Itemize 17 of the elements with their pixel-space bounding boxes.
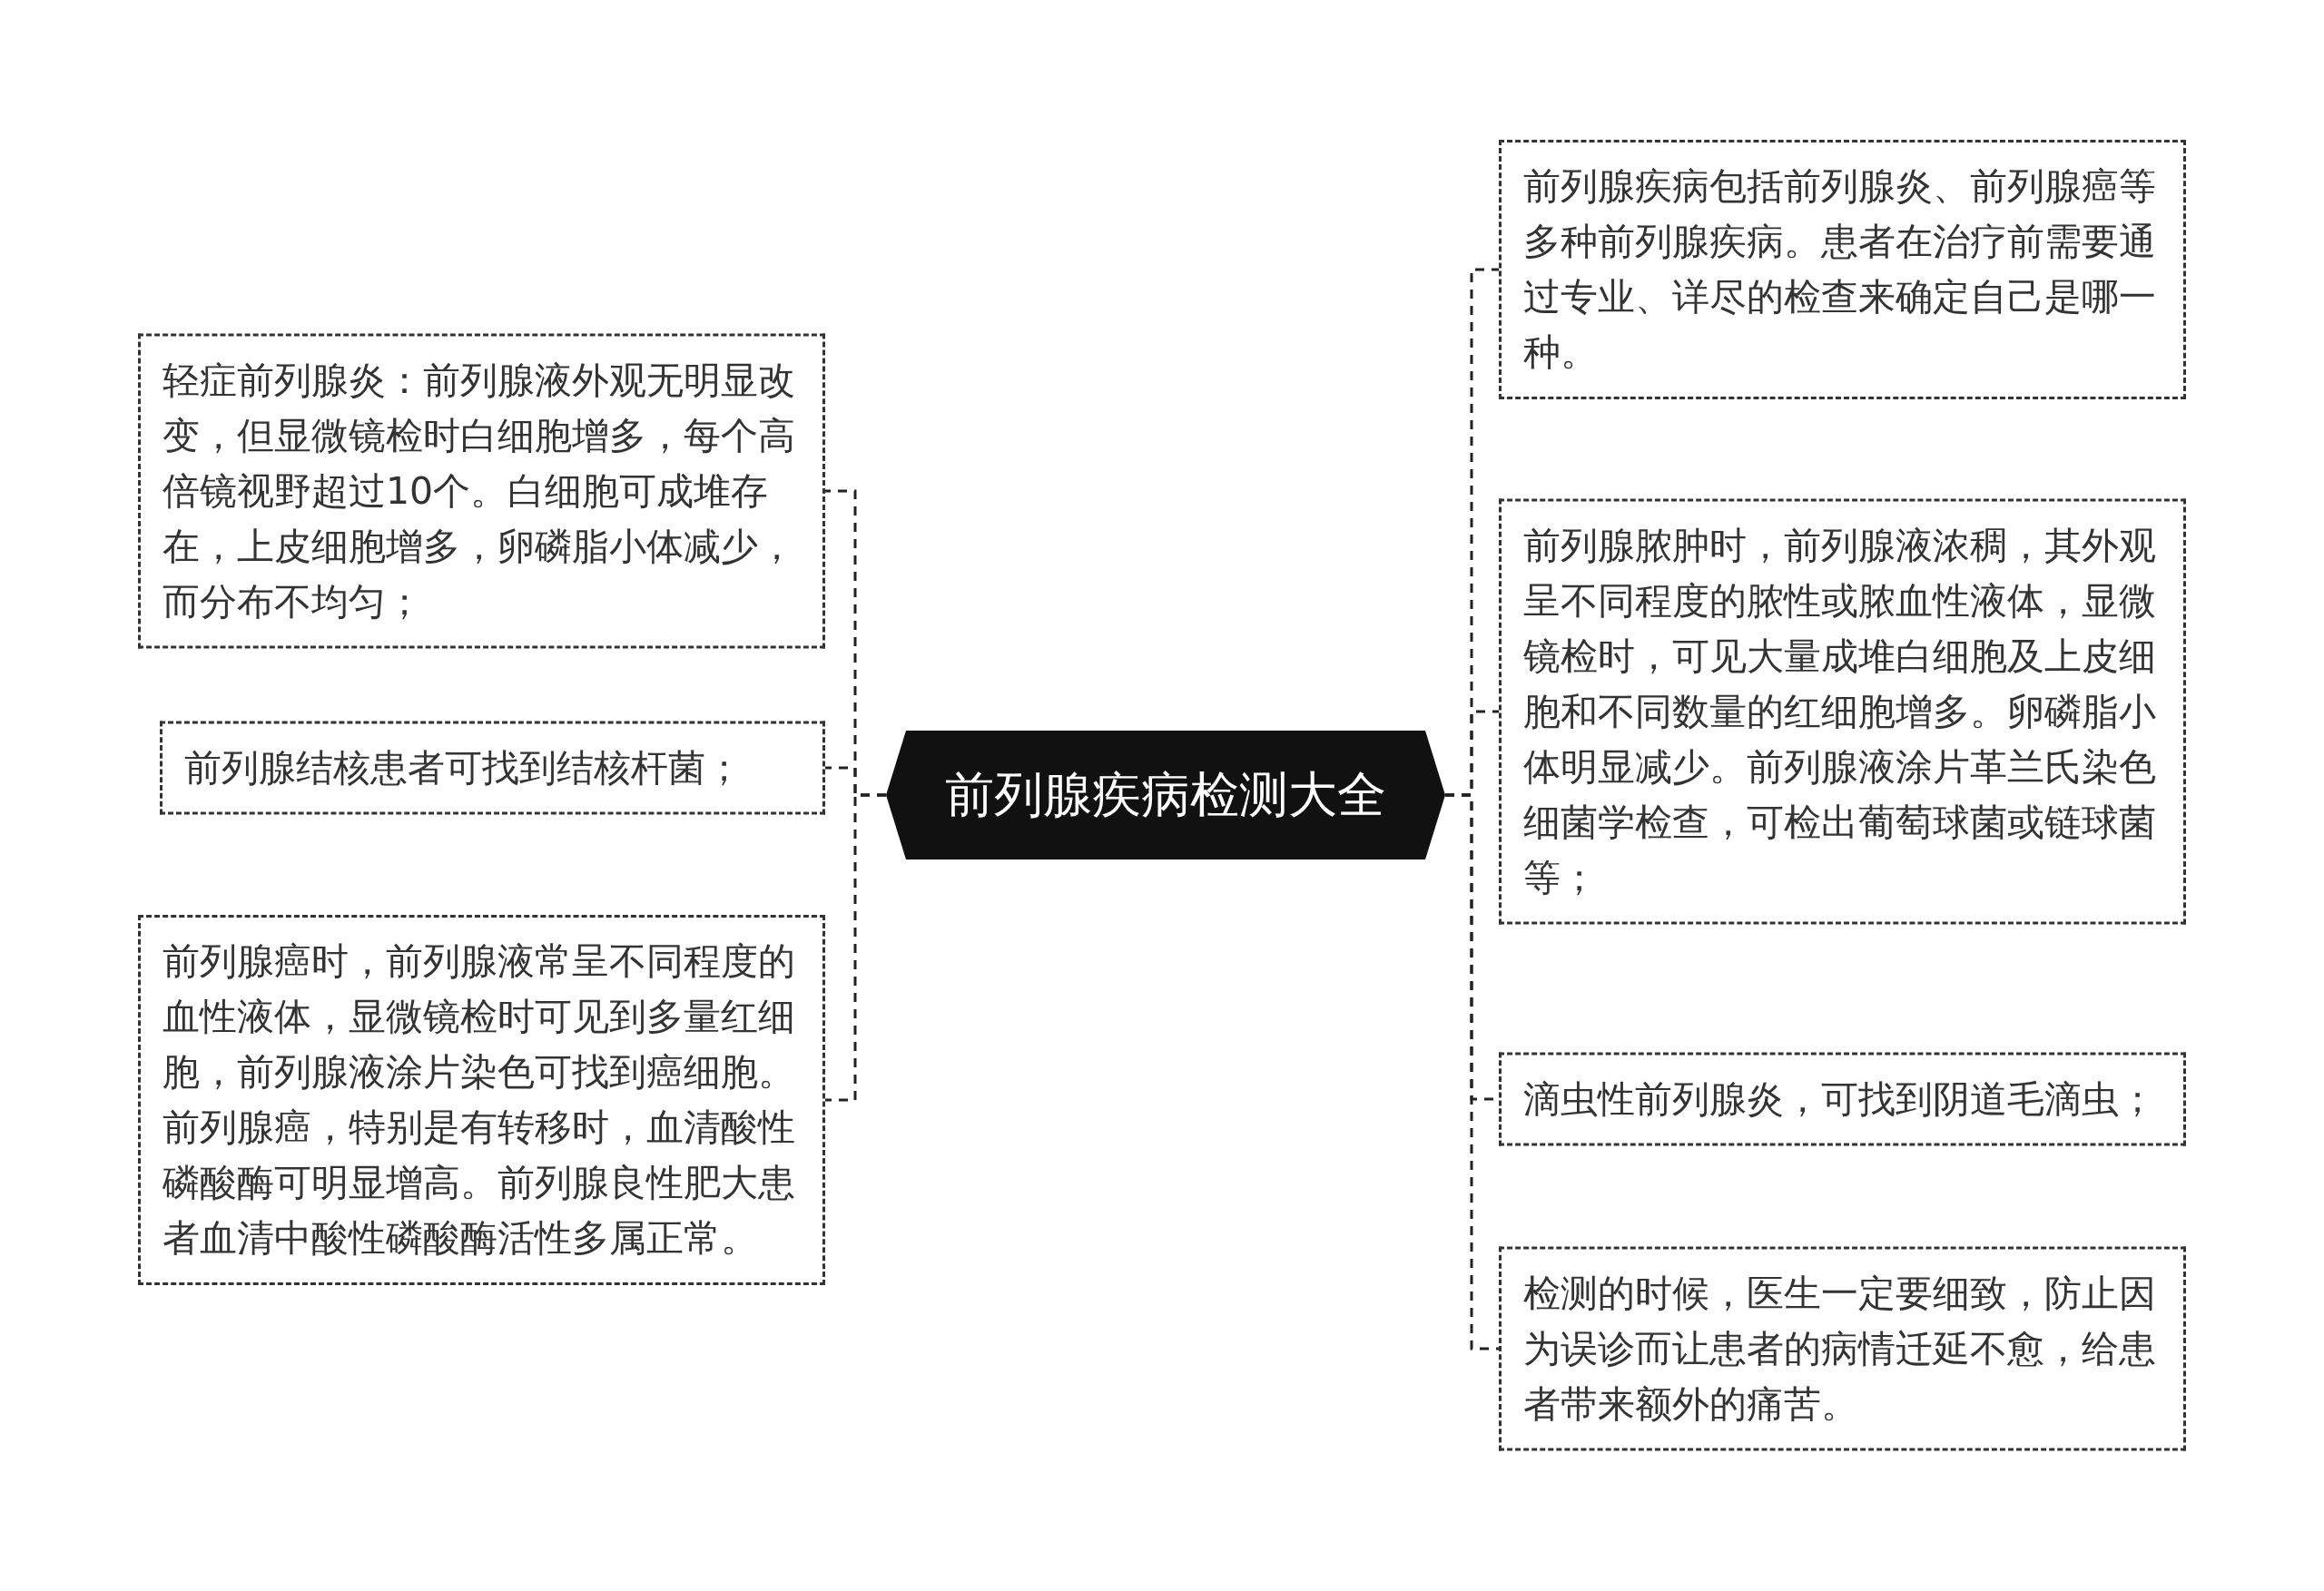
connector: [825, 793, 886, 1102]
note-box: [1499, 498, 2186, 925]
note-text: 轻症前列腺炎：前列腺液外观无明显改变，但显微镜检时白细胞增多，每个高倍镜视野超过10个。白细胞可成堆存在，上皮细胞增多，卵磷脂小体减少，而分布不均匀；: [162, 357, 796, 625]
note-box: [1499, 140, 2186, 399]
note-box: [1499, 1246, 2186, 1451]
note-box: [160, 721, 825, 815]
note-box: [138, 333, 825, 649]
note-box: [1499, 1052, 2186, 1146]
note-text: 前列腺癌时，前列腺液常呈不同程度的血性液体，显微镜检时可见到多量红细胞，前列腺液涂片染色可找到癌细胞。前列腺癌，特别是有转移时，血清酸性磷酸酶可明显增高。前列腺良性肥大患者血清中酸性磷酸酶活性多属正常。: [162, 938, 796, 1262]
note-text: 前列腺结核患者可找到结核杆菌；: [184, 744, 743, 791]
note-text: 前列腺脓肿时，前列腺液浓稠，其外观呈不同程度的脓性或脓血性液体，显微镜检时，可见大量成堆白细胞及上皮细胞和不同数量的红细胞增多。卵磷脂小体明显减少。前列腺液涂片革兰氏染色细菌学检查，可检出葡萄球菌或链球菌等；: [1523, 522, 2157, 901]
note-box: [138, 915, 825, 1285]
note-text: 检测的时候，医生一定要细致，防止因为误诊而让患者的病情迁延不愈，给患者带来额外的痛苦。: [1523, 1270, 2157, 1428]
note-text: 滴虫性前列腺炎，可找到阴道毛滴虫；: [1523, 1075, 2157, 1123]
connector: [1445, 793, 1499, 1350]
topic-title: 前列腺疾病检测大全: [945, 764, 1386, 825]
note-text: 前列腺疾病包括前列腺炎、前列腺癌等多种前列腺疾病。患者在治疗前需要通过专业、详尽的检查来确定自己是哪一种。: [1523, 163, 2157, 376]
